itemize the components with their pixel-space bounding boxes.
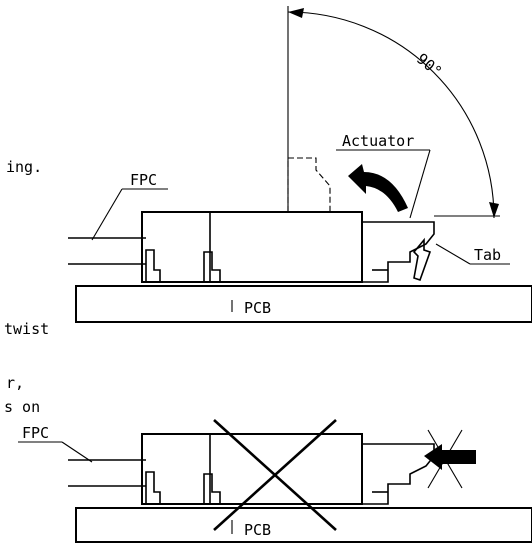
pcb-label-top: PCB <box>244 299 271 317</box>
prohibited-x-line-2 <box>213 419 337 531</box>
push-arrow-x-2 <box>427 429 463 489</box>
actuator-label: Actuator <box>342 132 414 150</box>
tab-arrow <box>412 237 432 282</box>
text-fragment-comma: r, <box>6 374 24 392</box>
push-arrow <box>424 444 476 470</box>
rotation-arc <box>287 11 495 219</box>
fpc-label-bottom: FPC <box>22 424 49 442</box>
actuator-leader <box>409 149 431 219</box>
tab-leader <box>435 243 471 265</box>
arc-arrowhead-top <box>288 8 304 18</box>
angle-label: 90° <box>413 50 445 81</box>
pcb-board-bottom <box>75 507 532 543</box>
arc-arrowhead-bottom <box>489 202 499 218</box>
pcb-label-bottom: PCB <box>244 521 271 539</box>
connector-body-top <box>141 211 435 283</box>
raised-actuator-outline <box>287 157 331 212</box>
tab-label: Tab <box>474 246 501 264</box>
connector-body-bottom <box>141 433 435 505</box>
fpc-leader-top <box>91 188 123 241</box>
text-fragment-twist: twist <box>4 320 49 338</box>
pcb-board-top <box>75 285 532 323</box>
rotation-arrow <box>348 164 408 212</box>
fpc-leader-bottom <box>61 441 93 463</box>
fpc-label-top: FPC <box>130 171 157 189</box>
text-fragment-on: s on <box>4 398 40 416</box>
text-fragment-ing: ing. <box>6 158 42 176</box>
